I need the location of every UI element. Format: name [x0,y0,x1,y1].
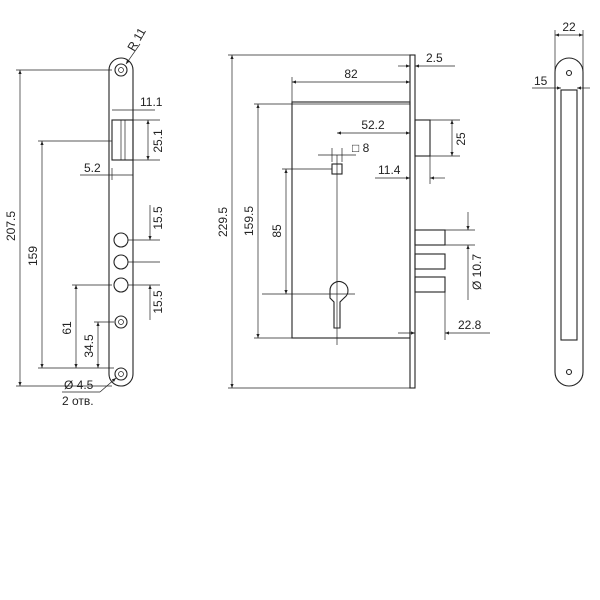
radius-leader [125,43,141,65]
bottom-mount-hole-inner [118,371,124,377]
latch-opening [111,119,134,161]
dim-height-159-5: 159.5 [242,206,256,236]
dim-latch-height: 25.1 [151,129,165,153]
side-face-strip [560,89,578,341]
dim-latch-size: 25 [454,132,468,146]
dim-overall-height-body: 229.5 [216,207,230,237]
dim-spindle: □ 8 [352,141,370,155]
dim-center-distance: 85 [270,224,284,238]
side-plate-outline [554,57,584,387]
bolt-hole-2 [113,254,129,270]
top-mount-hole-inner [118,67,124,73]
bottom-mount-hole [114,367,128,381]
dead-bolt-2 [414,253,446,270]
latch-bolt [414,119,431,157]
front-plate-view: R 11 207.5 11.1 25.1 5.2 159 15.5 15.5 [4,25,165,408]
cylinder-cutout [329,280,349,329]
dim-backset: 52.2 [361,118,385,132]
lock-case [291,101,411,339]
hole-leader [99,377,117,393]
dead-bolt-1 [414,229,446,246]
dim-mount-hole-qty: 2 отв. [62,394,94,408]
dim-body-width: 82 [344,67,358,81]
dim-hole-pitch-lower: 15.5 [151,290,165,314]
face-plate [409,54,416,389]
bolt-hole-1 [113,232,129,248]
dim-latch-width: 11.1 [140,95,163,109]
dim-hole-pitch-upper: 15.5 [151,206,165,230]
dim-latch-offset-body: 11.4 [378,163,401,177]
dead-bolt-3 [414,276,446,293]
bolt-hole-3 [113,277,129,293]
dim-bolt-height: 61 [60,321,74,335]
side-bottom-hole [565,368,573,376]
front-plate-outline [108,57,134,387]
lower-hole-inner [118,319,124,325]
dim-radius: R 11 [124,25,149,53]
side-top-hole [565,69,573,77]
dim-lower-hole-height: 34.5 [82,334,96,358]
dim-hole-to-top: 159 [26,246,40,266]
dim-plate-thickness: 2.5 [426,51,443,65]
lock-body-view: 82 2.5 229.5 159.5 85 52.2 □ 8 25 [216,51,490,389]
side-view: 22 15 [532,20,590,387]
dim-bolt-diameter: Ø 10.7 [470,254,484,290]
dim-overall-height: 207.5 [4,211,18,241]
dim-mount-hole: Ø 4.5 [64,378,94,392]
lower-hole [114,315,128,329]
top-mount-hole [114,63,128,77]
dim-plate-width: 22 [562,20,576,34]
dim-latch-offset: 5.2 [84,161,101,175]
dim-bolt-throw: 22.8 [458,318,482,332]
dim-face-offset: 15 [534,74,548,88]
